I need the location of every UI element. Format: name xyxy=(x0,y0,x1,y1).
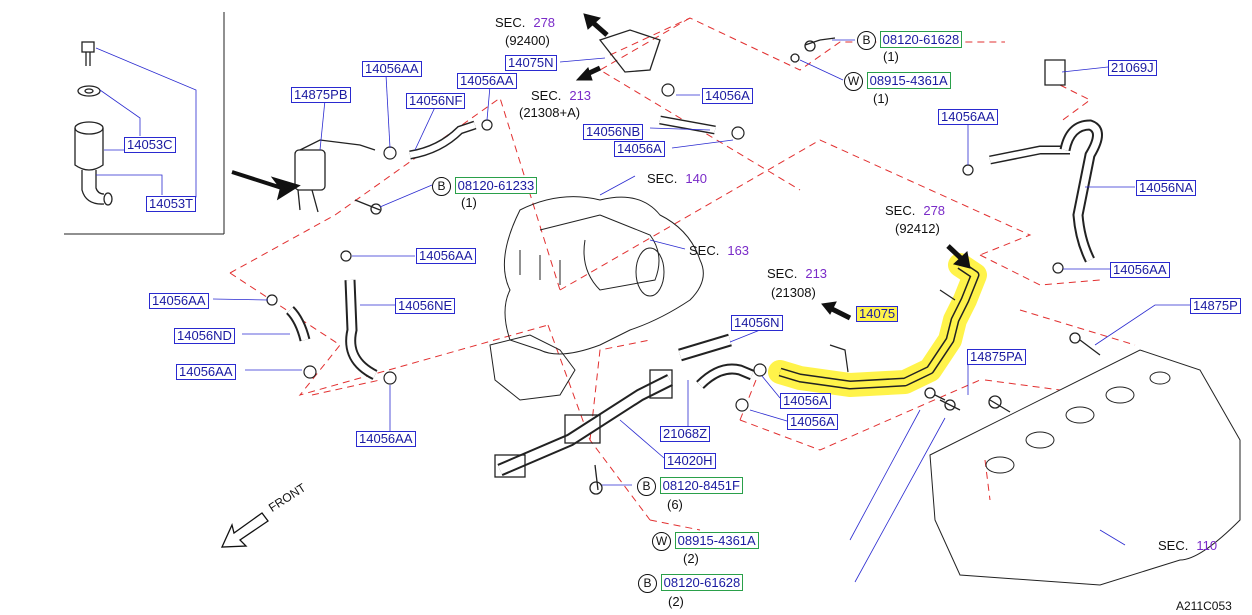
inset-filter-parts xyxy=(74,41,113,206)
section-ref-label[interactable]: SEC. 278 xyxy=(885,204,945,218)
fastener-part-number[interactable]: 08915-4361A xyxy=(674,532,759,549)
section-ref-label[interactable]: SEC. 163 xyxy=(689,244,749,258)
fastener-qty: (2) xyxy=(668,594,684,609)
bolt-symbol-icon: B xyxy=(432,177,451,196)
section-subref: (21308+A) xyxy=(519,105,581,120)
cylinder-head-outline xyxy=(929,349,1241,586)
fastener-qty: (6) xyxy=(667,497,683,512)
section-prefix: SEC. xyxy=(531,88,562,103)
fastener-part-number[interactable]: 08915-4361A xyxy=(866,72,951,89)
part-14875PB-label[interactable]: 14875PB xyxy=(291,87,351,103)
part-14056N-label[interactable]: 14056N xyxy=(731,315,783,331)
part-14020H-label[interactable]: 14020H xyxy=(664,453,716,469)
section-subref: (92400) xyxy=(505,33,550,48)
lower-manifold-outline xyxy=(489,334,576,401)
part-14056AA-label[interactable]: 14056AA xyxy=(149,293,209,309)
part-14056A-label[interactable]: 14056A xyxy=(614,141,665,157)
highlighted-pipe-14075[interactable] xyxy=(768,253,987,397)
part-14056NA-label[interactable]: 14056NA xyxy=(1136,180,1197,196)
section-prefix: SEC. xyxy=(767,266,798,281)
intake-manifold-outline xyxy=(503,196,704,355)
part-14056ND-label[interactable]: 14056ND xyxy=(174,328,235,344)
fastener-callout[interactable]: B 08120-61628 xyxy=(857,31,963,50)
part-14056A-label[interactable]: 14056A xyxy=(787,414,838,430)
part-14075N-label[interactable]: 14075N xyxy=(505,55,557,71)
washer-symbol-icon: W xyxy=(652,532,671,551)
front-arrow xyxy=(220,512,269,548)
part-14056NE-label[interactable]: 14056NE xyxy=(395,298,456,314)
fastener-part-number[interactable]: 08120-61233 xyxy=(454,177,538,194)
section-number: 213 xyxy=(569,88,592,103)
section-ref-label[interactable]: SEC. 213 xyxy=(531,89,591,103)
part-14056AA-label[interactable]: 14056AA xyxy=(1110,262,1170,278)
part-14056NF-label[interactable]: 14056NF xyxy=(406,93,466,109)
fastener-qty: (2) xyxy=(683,551,699,566)
part-21069J-label[interactable]: 21069J xyxy=(1108,60,1157,76)
section-prefix: SEC. xyxy=(495,15,526,30)
section-prefix: SEC. xyxy=(689,243,720,258)
fastener-part-number[interactable]: 08120-8451F xyxy=(659,477,743,494)
section-prefix: SEC. xyxy=(1158,538,1189,553)
part-14056AA-label[interactable]: 14056AA xyxy=(176,364,236,380)
section-prefix: SEC. xyxy=(647,171,678,186)
part-14056AA-label[interactable]: 14056AA xyxy=(457,73,517,89)
bolt-symbol-icon: B xyxy=(637,477,656,496)
part-14056AA-label[interactable]: 14056AA xyxy=(416,248,476,264)
section-ref-label[interactable]: SEC. 213 xyxy=(767,267,827,281)
section-prefix: SEC. xyxy=(885,203,916,218)
part-21068Z-label[interactable]: 21068Z xyxy=(660,426,711,442)
section-ref-label[interactable]: SEC. 110 xyxy=(1158,539,1217,553)
direction-arrows xyxy=(231,13,971,321)
part-14056A-label[interactable]: 14056A xyxy=(780,393,831,409)
section-ref-label[interactable]: SEC. 140 xyxy=(647,172,707,186)
fastener-part-number[interactable]: 08120-61628 xyxy=(879,31,963,48)
fastener-qty: (1) xyxy=(461,195,477,210)
callout-leaders xyxy=(212,39,1190,583)
part-14056AA-label[interactable]: 14056AA xyxy=(356,431,416,447)
section-subref: (92412) xyxy=(895,221,940,236)
part-14053T-label[interactable]: 14053T xyxy=(146,196,197,212)
section-number: 163 xyxy=(727,243,750,258)
fastener-qty: (1) xyxy=(883,49,899,64)
part-14056AA-label[interactable]: 14056AA xyxy=(938,109,998,125)
part-14053C-label[interactable]: 14053C xyxy=(124,137,176,153)
hose-line-art xyxy=(285,29,1103,495)
section-number: 110 xyxy=(1196,538,1218,553)
section-ref-label[interactable]: SEC. 278 xyxy=(495,16,555,30)
fastener-part-number[interactable]: 08120-61628 xyxy=(660,574,744,591)
bolt-symbol-icon: B xyxy=(857,31,876,50)
figure-id: A211C053 xyxy=(1176,599,1232,613)
part-14056NB-label[interactable]: 14056NB xyxy=(583,124,644,140)
part-14056AA-label[interactable]: 14056AA xyxy=(362,61,422,77)
inset-leaders xyxy=(95,47,197,198)
part-14875P-label[interactable]: 14875P xyxy=(1190,298,1241,314)
fastener-callout[interactable]: B 08120-61233 xyxy=(432,177,538,196)
section-number: 213 xyxy=(805,266,828,281)
inset-frame xyxy=(64,12,225,235)
section-number: 140 xyxy=(685,171,708,186)
fastener-callout[interactable]: B 08120-61628 xyxy=(638,574,744,593)
part-14075-label[interactable]: 14075 xyxy=(856,306,899,322)
washer-symbol-icon: W xyxy=(844,72,863,91)
section-number: 278 xyxy=(533,15,556,30)
fastener-callout[interactable]: W 08915-4361A xyxy=(652,532,759,551)
part-14875PA-label[interactable]: 14875PA xyxy=(967,349,1026,365)
fastener-callout[interactable]: B 08120-8451F xyxy=(637,477,743,496)
section-number: 278 xyxy=(923,203,946,218)
part-14056A-label[interactable]: 14056A xyxy=(702,88,753,104)
fastener-callout[interactable]: W 08915-4361A xyxy=(844,72,951,91)
section-subref: (21308) xyxy=(771,285,816,300)
bolt-symbol-icon: B xyxy=(638,574,657,593)
fastener-qty: (1) xyxy=(873,91,889,106)
